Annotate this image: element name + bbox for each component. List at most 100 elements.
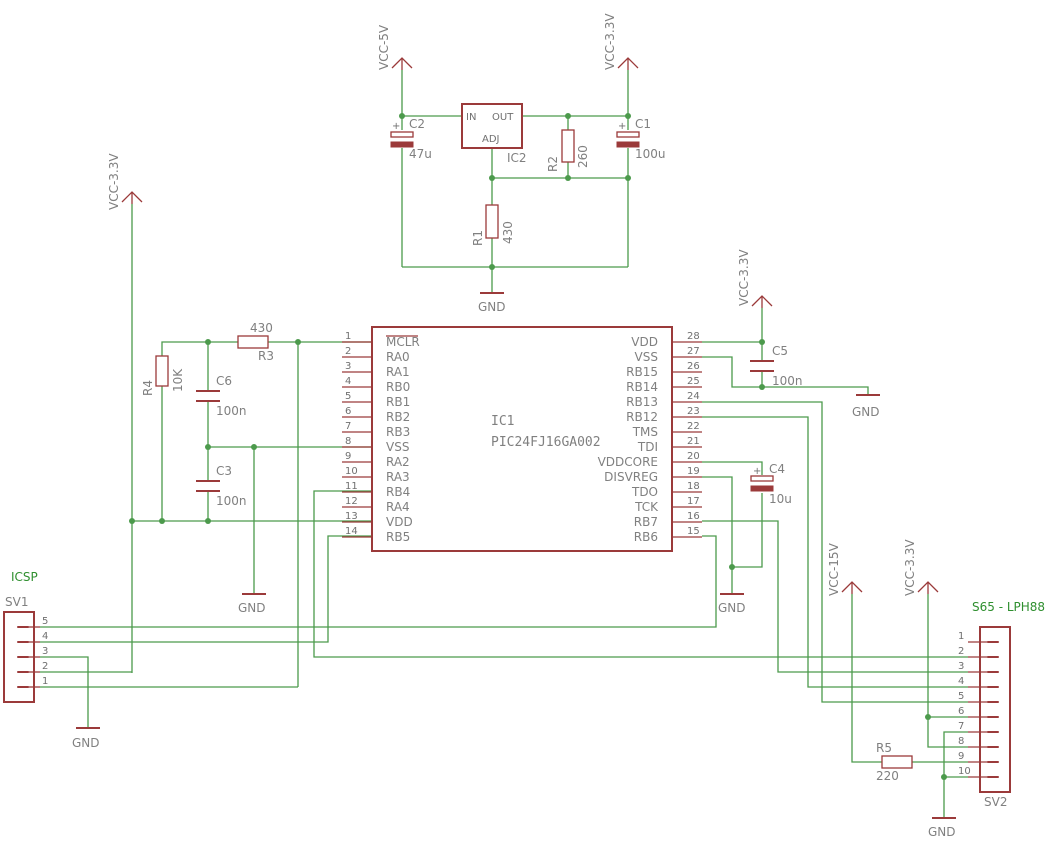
- c4-value: 10u: [769, 492, 792, 506]
- pin-number: 4: [345, 376, 351, 387]
- pin-number: 15: [687, 526, 700, 537]
- resistor-r5: R5 220: [876, 741, 913, 783]
- pin-out-label: OUT: [492, 112, 514, 123]
- pin-number: 1: [958, 631, 964, 642]
- display-pin: 9: [958, 751, 999, 763]
- pin-number: 19: [687, 466, 700, 477]
- pin-number: 1: [345, 331, 351, 342]
- pin-number: 26: [687, 361, 700, 372]
- r3-name: R3: [258, 349, 274, 363]
- display-pin: 10: [958, 766, 999, 778]
- pin-name: RB1: [386, 395, 410, 409]
- supply-vcc5-regulator: VCC-5V: [377, 24, 413, 70]
- pin-number: 7: [345, 421, 351, 432]
- right-wiring: VCC-3.3V C5 100n + C4 10u GN: [40, 249, 968, 703]
- r4-value: 10K: [171, 368, 185, 392]
- pin-name: TDI: [637, 440, 658, 454]
- capacitor-c1: + C1 100u: [616, 117, 666, 161]
- pin-number: 11: [345, 481, 358, 492]
- icsp-pin: 3: [17, 646, 48, 658]
- pin-name: VSS: [386, 440, 409, 454]
- sv2-name: SV2: [984, 795, 1007, 809]
- display-pin: 1: [958, 631, 999, 643]
- pin-name: RA2: [386, 455, 410, 469]
- pin-number: 18: [687, 481, 700, 492]
- pin-name: RA3: [386, 470, 410, 484]
- pin-name: RB5: [386, 530, 410, 544]
- pin-name: VSS: [635, 350, 658, 364]
- mcu-pin-right: 15 RB6: [634, 526, 702, 544]
- ic2-name: IC2: [507, 151, 527, 165]
- supply-label: VCC-3.3V: [107, 153, 121, 210]
- pin-name: TCK: [634, 500, 659, 514]
- ic1-name: IC1: [491, 414, 514, 429]
- pin-name: RB6: [634, 530, 658, 544]
- pin-number: 5: [345, 391, 351, 402]
- pin-number: 2: [958, 646, 964, 657]
- pin-name: RA4: [386, 500, 410, 514]
- r3-value: 430: [250, 321, 273, 335]
- resistor-r3: 430 R3: [237, 321, 274, 363]
- pin-name: RB4: [386, 485, 410, 499]
- pin-number: 14: [345, 526, 358, 537]
- supply-vcc33-mcu: VCC-3.3V: [737, 249, 773, 308]
- supply-label: VCC-15V: [827, 542, 841, 596]
- pin-name: VDD: [386, 515, 413, 529]
- pin-number: 22: [687, 421, 700, 432]
- pin-name: RB0: [386, 380, 410, 394]
- ground-label: GND: [718, 601, 746, 615]
- resistor-r4: R4 10K: [141, 355, 185, 396]
- pin-number: 8: [958, 736, 964, 747]
- pin-name: RB15: [626, 365, 658, 379]
- resistor-r2: R2 260: [546, 129, 590, 172]
- pin-number: 25: [687, 376, 700, 387]
- pin-number: 7: [958, 721, 964, 732]
- pin-number: 6: [958, 706, 964, 717]
- mcu-pin-left: 4 RB0: [342, 376, 410, 394]
- pin-name: RA0: [386, 350, 410, 364]
- resistor-r1: R1 430: [471, 204, 515, 246]
- c4-name: C4: [769, 462, 785, 476]
- r5-value: 220: [876, 769, 899, 783]
- c3-name: C3: [216, 464, 232, 478]
- supply-label: VCC-3.3V: [903, 539, 917, 596]
- pin-number: 6: [345, 406, 351, 417]
- display-title: S65 - LPH88: [972, 600, 1045, 614]
- supply-label: VCC-3.3V: [737, 249, 751, 306]
- pin-number: 10: [958, 766, 971, 777]
- pin-number: 24: [687, 391, 700, 402]
- pin-number: 16: [687, 511, 700, 522]
- pin-name: TDO: [631, 485, 658, 499]
- ground-label: GND: [852, 405, 880, 419]
- r2-value: 260: [576, 145, 590, 168]
- pin-number: 23: [687, 406, 700, 417]
- pin-number: 21: [687, 436, 700, 447]
- c5-name: C5: [772, 344, 788, 358]
- ground-regulator: GND: [478, 292, 506, 314]
- ic1-part: PIC24FJ16GA002: [491, 435, 601, 450]
- pin-number: 12: [345, 496, 358, 507]
- supply-vcc33-regulator: VCC-3.3V: [603, 13, 639, 70]
- display-pin: 2: [958, 646, 999, 658]
- pin-name: VDD: [631, 335, 658, 349]
- capacitor-c6: C6 100n: [196, 374, 247, 418]
- sv1-name: SV1: [5, 595, 28, 609]
- capacitor-c2: + C2 47u: [390, 117, 432, 161]
- supply-label: VCC-3.3V: [603, 13, 617, 70]
- pin-number: 3: [42, 646, 48, 657]
